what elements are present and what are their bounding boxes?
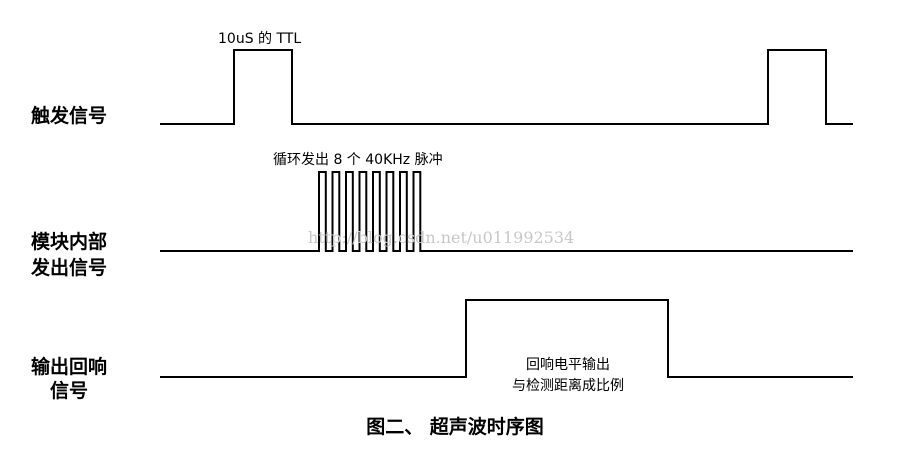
- module-signal-label-line1: 模块内部: [30, 231, 107, 253]
- ttl-annotation: 10uS 的 TTL: [218, 31, 302, 47]
- watermark-text: http://blog.csdn.net/u011992534: [308, 228, 575, 247]
- module-signal-label-line2: 发出信号: [30, 257, 107, 279]
- module-burst-waveform: [160, 171, 853, 252]
- trigger-signal-label: 触发信号: [30, 105, 107, 127]
- echo-signal-waveform: [160, 299, 853, 378]
- echo-signal-label-line1: 输出回响: [30, 356, 107, 378]
- trigger-signal-waveform: [160, 49, 853, 125]
- echo-signal-label-line2: 信号: [49, 380, 88, 402]
- diagram-caption: 图二、 超声波时序图: [366, 416, 544, 438]
- burst-annotation: 循环发出 8 个 40KHz 脉冲: [273, 152, 443, 168]
- echo-annotation-line1: 回响电平输出: [526, 357, 610, 373]
- echo-annotation-line2: 与检测距离成比例: [512, 378, 624, 394]
